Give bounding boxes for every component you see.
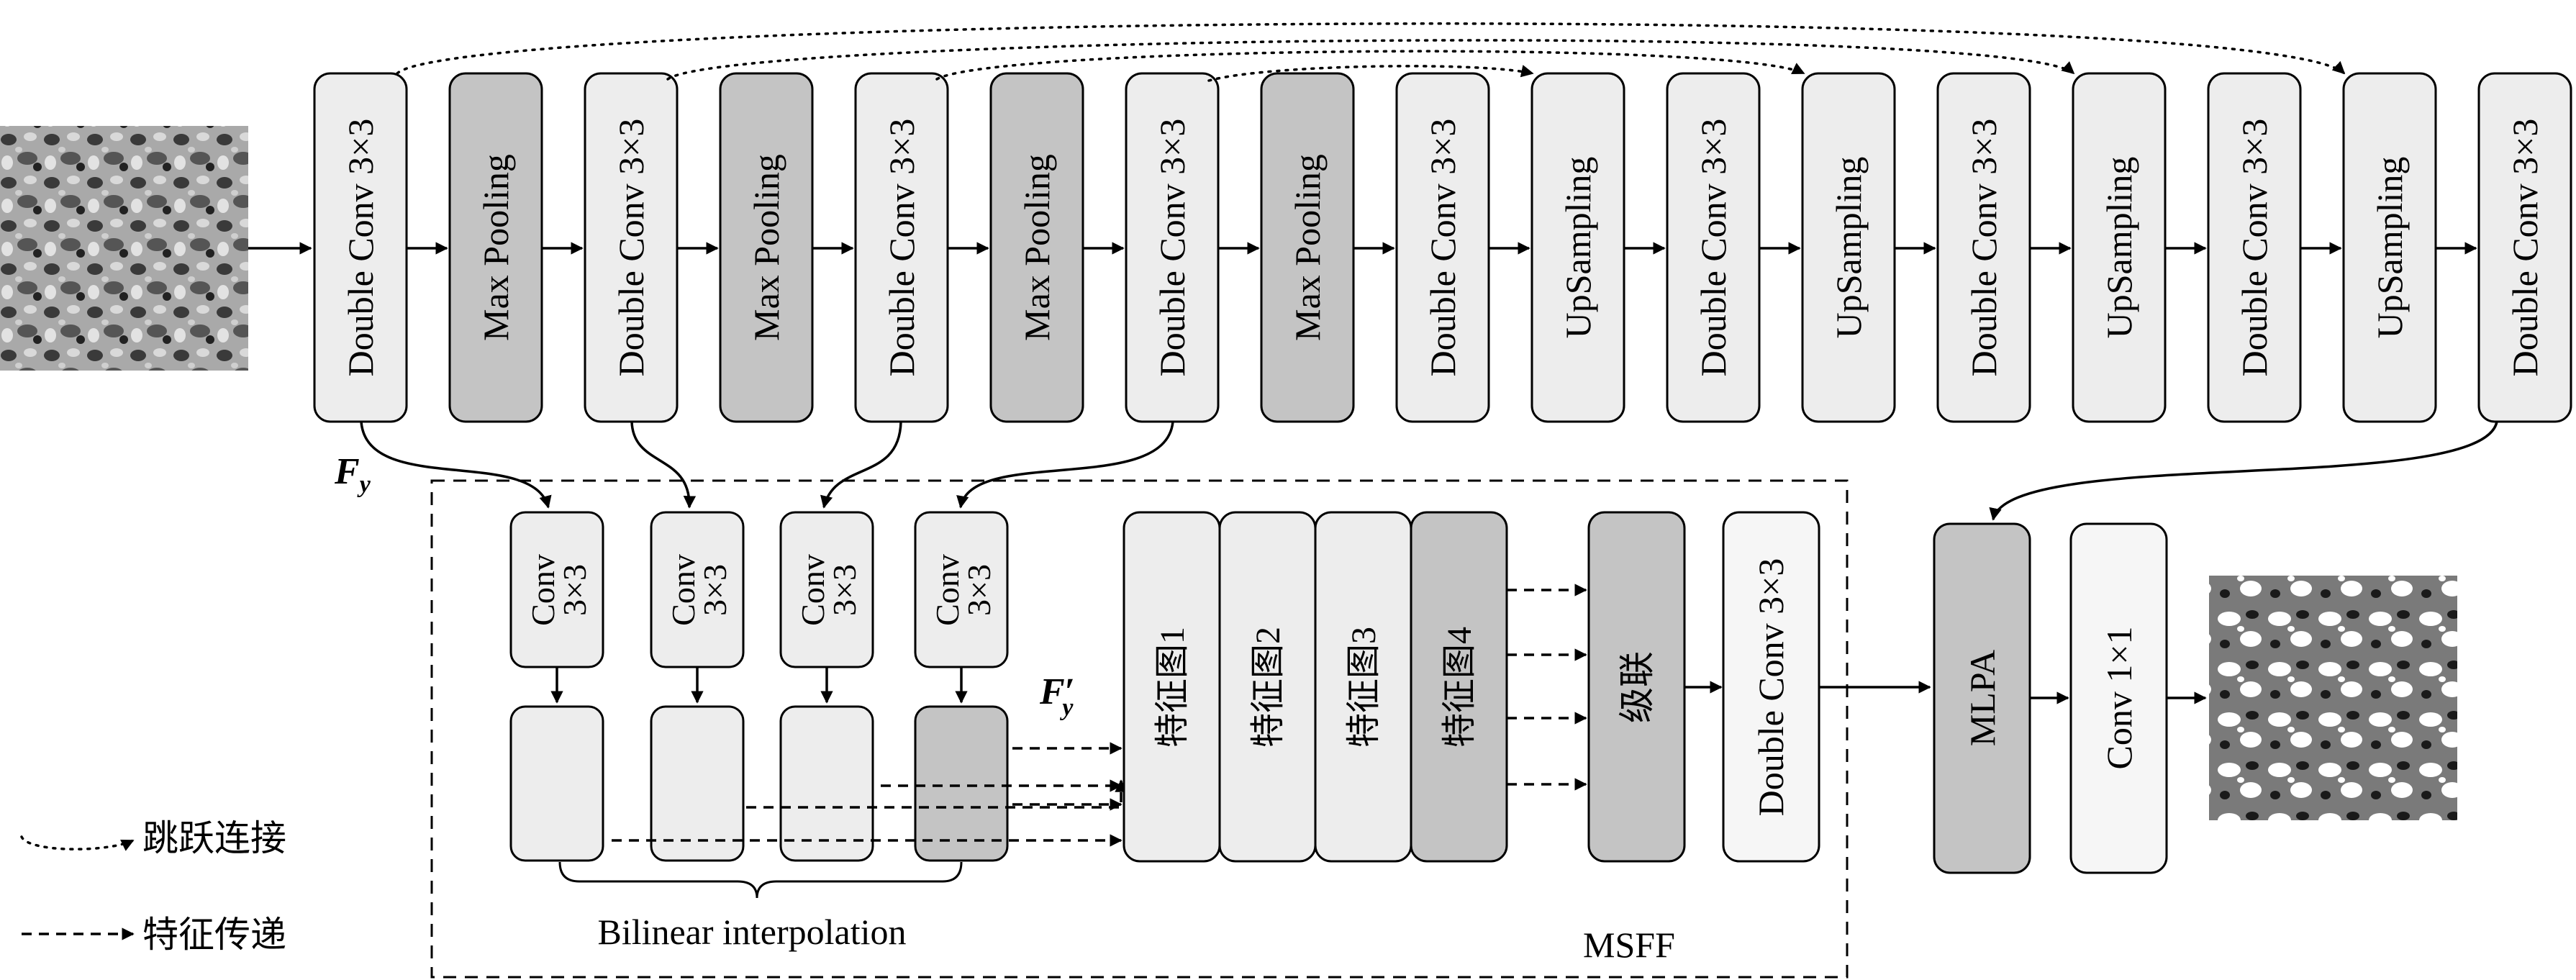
msff-conv-3-label-line1: Conv xyxy=(794,554,831,626)
conv1x1-label: Conv 1×1 xyxy=(2099,626,2139,769)
feature-map-4-box xyxy=(1410,511,1508,863)
f-y-label: Fy xyxy=(334,451,371,498)
feature-maps: 特征图1 特征图2 特征图3 特征图4 xyxy=(1123,511,1508,863)
feature-map-1-label: 特征图1 xyxy=(1153,627,1192,748)
feature-map-3-label: 特征图3 xyxy=(1345,627,1383,748)
msff-conv-2-label: Conv3×3 xyxy=(665,554,733,626)
curve-stage-2 xyxy=(630,421,697,509)
block-1-label: Double Conv 3×3 xyxy=(340,119,381,377)
msff-conv-1-label-line1: Conv xyxy=(525,554,561,626)
interp-3-box xyxy=(779,705,874,862)
curve-stage-3 xyxy=(820,421,902,509)
msff-conv-1-label: Conv3×3 xyxy=(525,554,593,626)
curve-stage-4 xyxy=(956,421,1174,509)
msff-conv-2-label-line1: Conv xyxy=(665,554,702,626)
encoder-to-msff-curves xyxy=(360,421,1174,509)
block-17-box xyxy=(2477,72,2572,423)
curve-stage-1 xyxy=(360,421,552,509)
block-12-label: UpSampling xyxy=(1828,157,1869,339)
block-3-label: Double Conv 3×3 xyxy=(611,119,651,377)
legend-skip-label: 跳跃连接 xyxy=(142,818,286,858)
feature-map-2-label: 特征图2 xyxy=(1249,627,1287,748)
mlpa-label: MLPA xyxy=(1962,650,2003,746)
skip-connection-1 xyxy=(396,22,2346,75)
msff-conv-4-label: Conv3×3 xyxy=(929,554,997,626)
msff-region xyxy=(430,479,1849,979)
block-6-label: Max Pooling xyxy=(1017,154,1057,341)
interp-2-box xyxy=(650,705,745,862)
msff-conv-3-label: Conv3×3 xyxy=(794,554,863,626)
legend-feature-label: 特征传递 xyxy=(142,915,286,955)
f-y-prime-label: F′y xyxy=(1039,671,1075,721)
interp-4-box xyxy=(914,705,1009,862)
block-16-label: UpSampling xyxy=(2369,157,2410,339)
block-17-label: Double Conv 3×3 xyxy=(2505,119,2545,377)
block-13-label: Double Conv 3×3 xyxy=(1964,119,2004,377)
msff-conv-3-label-line2: 3×3 xyxy=(826,564,863,616)
featuremap-to-concat-arrows xyxy=(1507,584,1587,791)
input-image xyxy=(0,126,248,371)
msff-conv-2-label-line2: 3×3 xyxy=(697,564,733,616)
msff-double-conv-label: Double Conv 3×3 xyxy=(1751,558,1791,817)
block-9-label: Double Conv 3×3 xyxy=(1423,119,1463,377)
block-4-label: Max Pooling xyxy=(746,154,786,341)
skip-connections xyxy=(396,22,2346,82)
legend: 跳跃连接 特征传递 xyxy=(20,818,286,955)
msff-conv-4-label-line2: 3×3 xyxy=(961,564,997,616)
decoder-to-mlpa-curve xyxy=(1989,421,2498,521)
interp-to-featuremap-arrows xyxy=(612,742,1128,847)
block-14-label: UpSampling xyxy=(2099,157,2139,339)
block-11-label: Double Conv 3×3 xyxy=(1693,119,1733,377)
msff-title: MSFF xyxy=(1583,925,1675,965)
block-15-label: Double Conv 3×3 xyxy=(2234,119,2275,377)
legend-skip-line xyxy=(20,835,135,851)
encoder-decoder-blocks: Double Conv 3×3 Max Pooling Double Conv 3×… xyxy=(313,72,2572,423)
msff-conv-4-label-line1: Conv xyxy=(929,554,966,626)
interp-brace xyxy=(558,861,963,899)
interp-label: Bilinear interpolation xyxy=(597,912,906,952)
output-segmentation-image xyxy=(2209,576,2457,820)
skip-connection-2 xyxy=(666,39,2075,81)
block-10-label: UpSampling xyxy=(1558,157,1598,339)
block-2-label: Max Pooling xyxy=(476,154,516,341)
concat-label: 级联 xyxy=(1617,651,1657,723)
block-5-label: Double Conv 3×3 xyxy=(881,119,922,377)
interp-arrow-1 xyxy=(746,779,1128,809)
msff-conv-1-label-line2: 3×3 xyxy=(556,564,593,616)
skip-connection-4 xyxy=(1207,65,1534,82)
block-8-label: Max Pooling xyxy=(1287,154,1328,341)
feature-map-4-label: 特征图4 xyxy=(1441,627,1479,748)
interp-1-box xyxy=(509,705,604,862)
block-7-label: Double Conv 3×3 xyxy=(1152,119,1192,377)
